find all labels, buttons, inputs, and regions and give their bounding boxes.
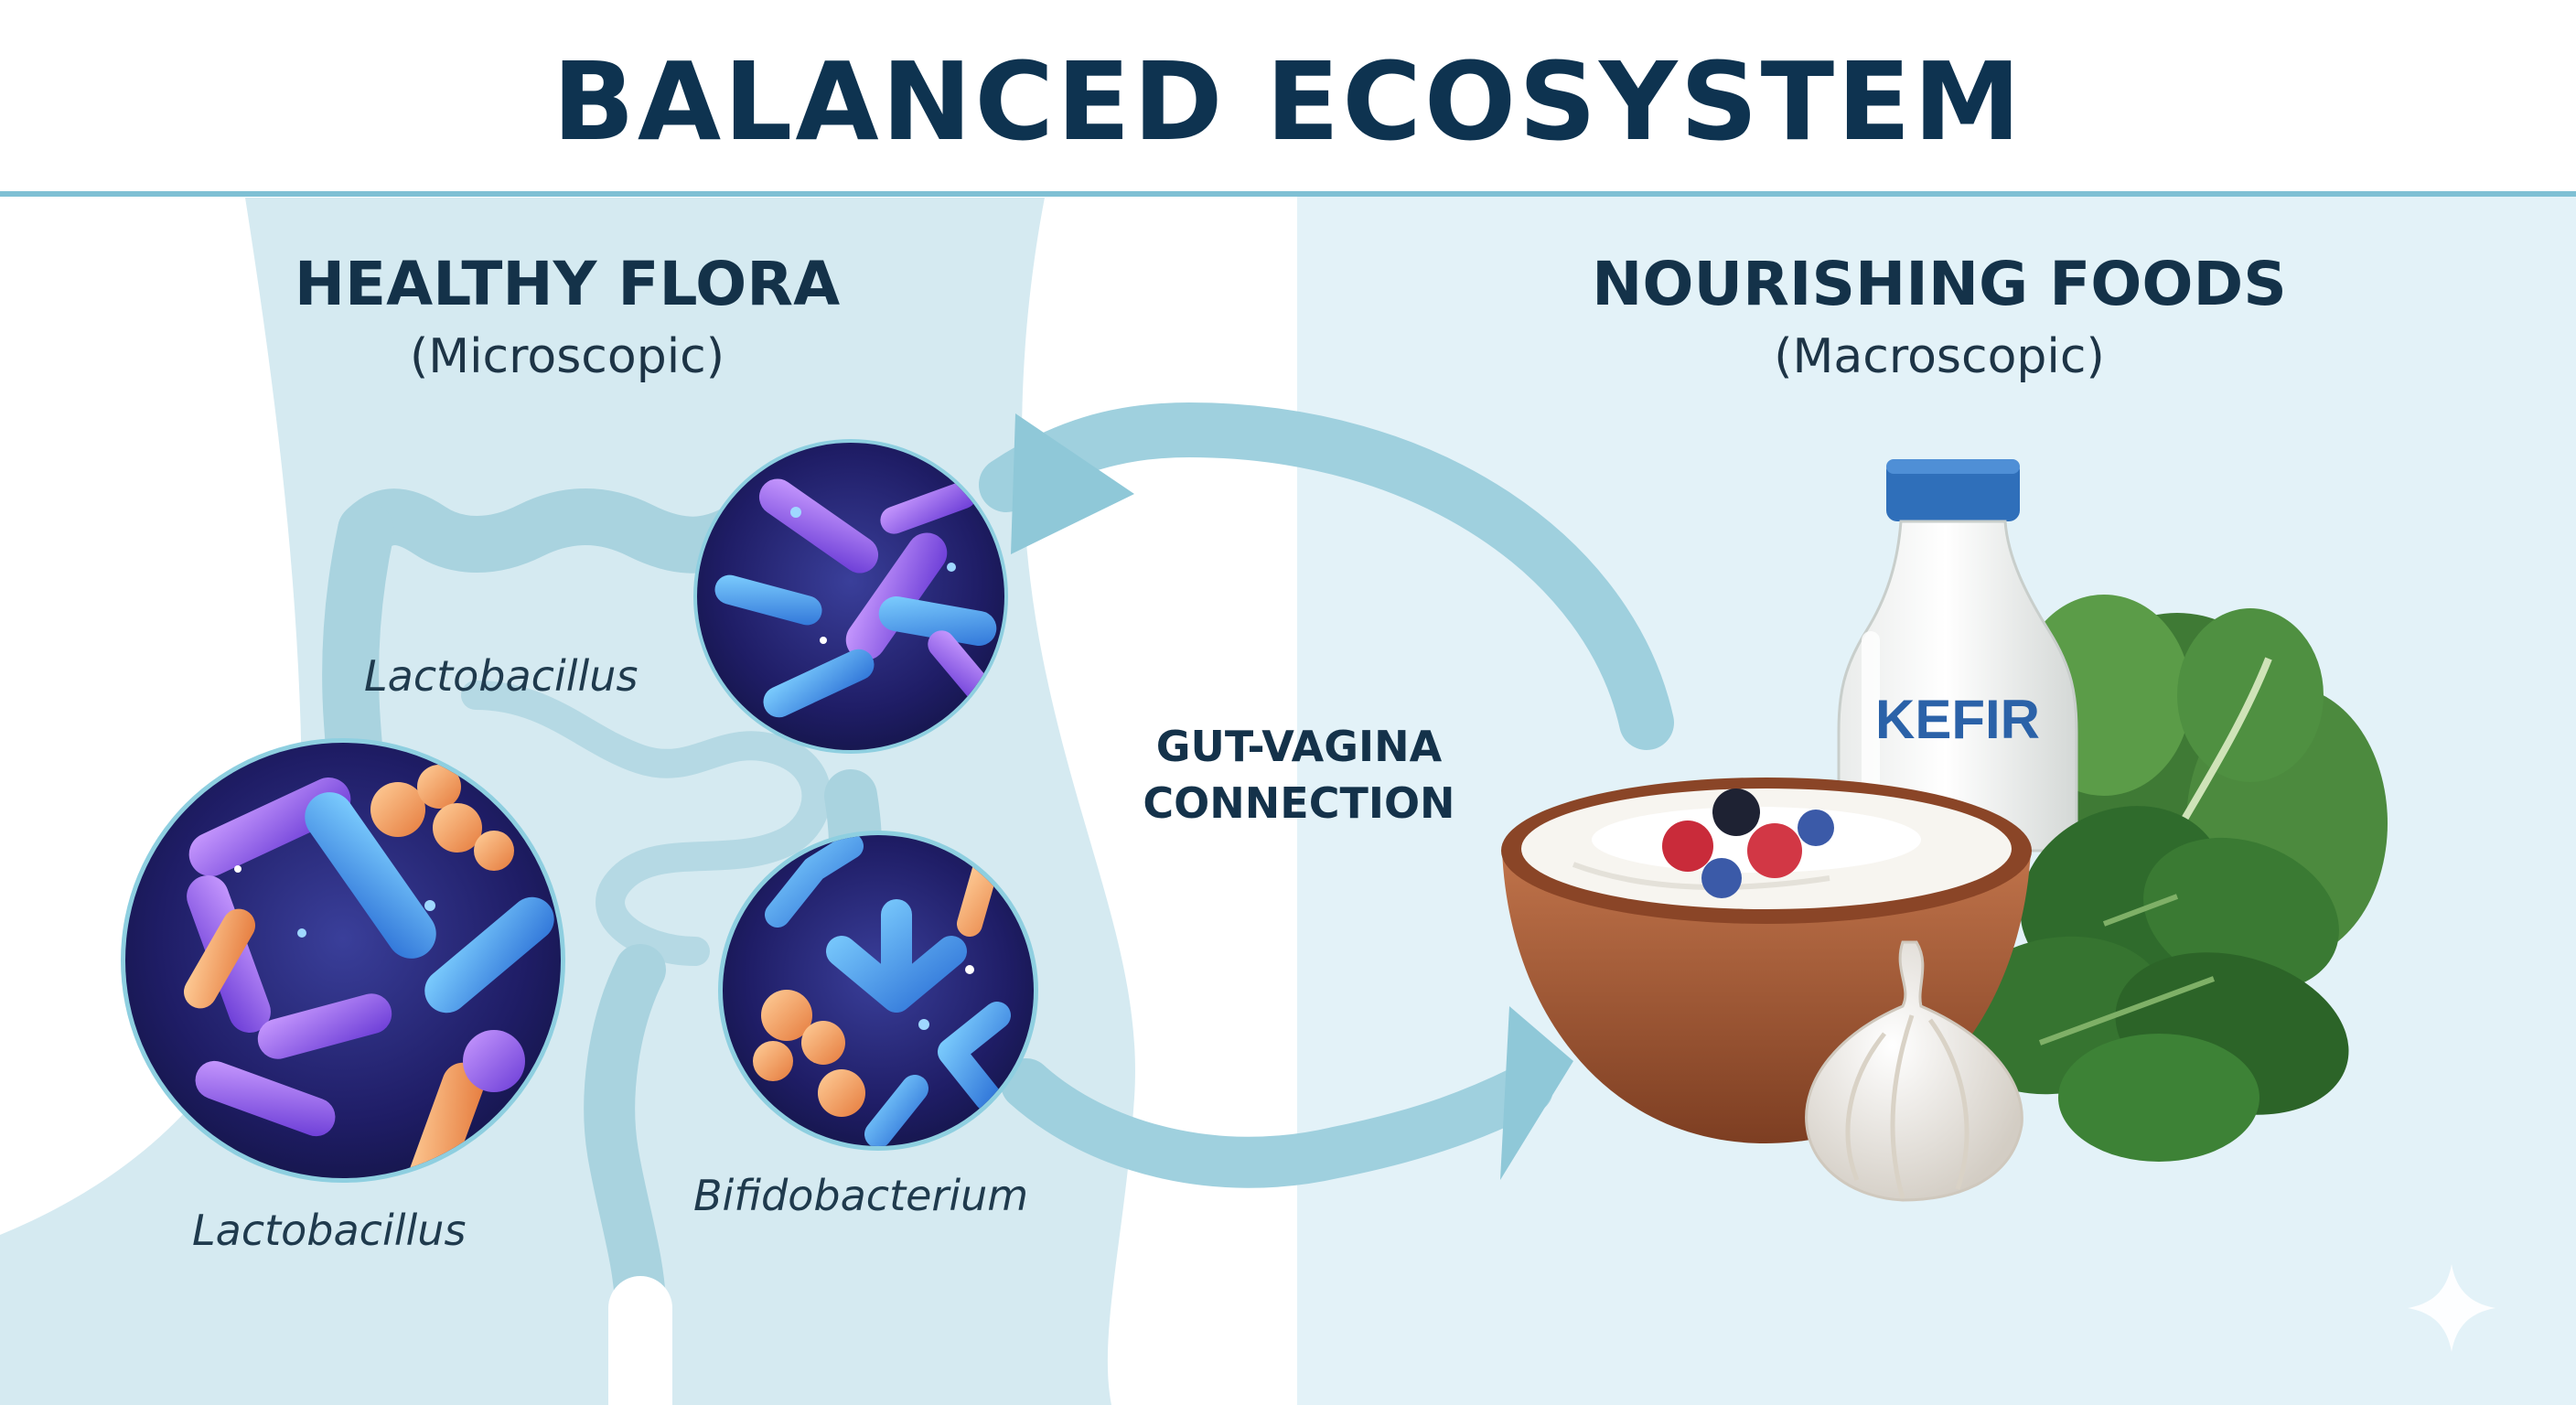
garlic-bulb xyxy=(1805,940,2023,1202)
left-panel-subheading: (Microscopic) xyxy=(409,329,725,384)
connection-line-1: GUT-VAGINA xyxy=(1155,722,1443,771)
kefir-bottle xyxy=(1837,459,2078,853)
kefir-bottle-label: KEFIR xyxy=(1875,689,2040,750)
spinach-leaves xyxy=(1948,806,2349,1162)
arrow-head-top xyxy=(1011,413,1134,554)
arrow-head-bottom xyxy=(1500,1006,1573,1180)
right-panel-heading: NOURISHING FOODS xyxy=(1592,249,2287,319)
connection-arrows xyxy=(979,402,1674,1188)
page-title: BALANCED ECOSYSTEM xyxy=(552,38,2024,165)
sparkle-icon xyxy=(2408,1264,2496,1352)
microbe-circle-lacto-top xyxy=(693,439,1008,754)
connection-line-2: CONNECTION xyxy=(1143,778,1455,828)
connection-label: GUT-VAGINA CONNECTION xyxy=(1089,718,1509,831)
microbe-circle-bifido xyxy=(718,831,1038,1151)
label-bifidobacterium: Bifidobacterium xyxy=(693,1171,1029,1220)
label-lactobacillus-top: Lactobacillus xyxy=(364,651,639,701)
birth-canal xyxy=(611,1290,671,1405)
right-panel-subheading: (Macroscopic) xyxy=(1774,329,2105,384)
label-lactobacillus-bottom: Lactobacillus xyxy=(192,1206,467,1255)
microbe-circle-lacto-large xyxy=(121,738,565,1183)
arrow-to-foods xyxy=(1001,1058,1553,1188)
arrow-to-microbes xyxy=(979,402,1674,750)
left-panel-heading: HEALTHY FLORA xyxy=(294,249,841,319)
